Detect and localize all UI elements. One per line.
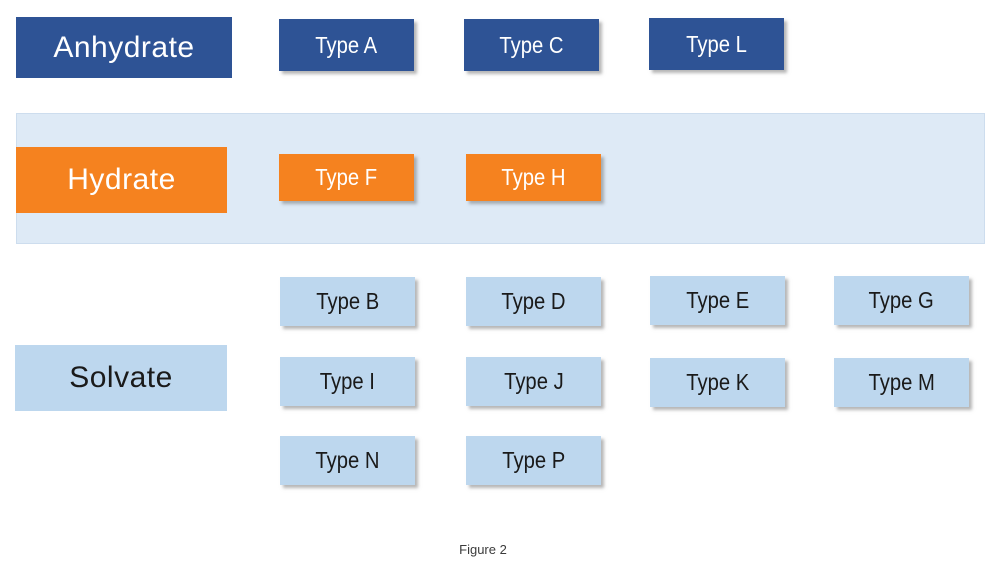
type-e-label: Type E — [685, 287, 750, 313]
type-box-l: Type L — [649, 18, 784, 70]
type-g-label: Type G — [868, 287, 935, 313]
type-i-label: Type I — [319, 368, 376, 394]
type-box-b: Type B — [280, 277, 415, 326]
type-box-i: Type I — [280, 357, 415, 406]
type-n-label: Type N — [315, 447, 380, 473]
type-box-h: Type H — [466, 154, 601, 201]
type-h-label: Type H — [501, 164, 566, 190]
type-j-label: Type J — [503, 368, 564, 394]
type-p-label: Type P — [501, 447, 566, 473]
hydrate-label-text: Hydrate — [67, 163, 176, 196]
type-m-label: Type M — [868, 369, 935, 395]
type-box-a: Type A — [279, 19, 414, 71]
hydrate-row-label: Hydrate — [16, 147, 227, 213]
type-d-label: Type D — [501, 288, 566, 314]
type-box-c: Type C — [464, 19, 599, 71]
type-b-label: Type B — [315, 288, 380, 314]
type-c-label: Type C — [499, 31, 564, 58]
type-box-n: Type N — [280, 436, 415, 485]
solvate-row-label: Solvate — [15, 345, 227, 411]
type-l-label: Type L — [686, 30, 747, 57]
type-box-j: Type J — [466, 357, 601, 406]
type-box-m: Type M — [834, 358, 969, 407]
type-box-p: Type P — [466, 436, 601, 485]
type-box-f: Type F — [279, 154, 414, 201]
figure-caption: Figure 2 — [459, 542, 507, 557]
type-f-label: Type F — [315, 164, 378, 190]
type-k-label: Type K — [685, 369, 750, 395]
type-box-g: Type G — [834, 276, 969, 325]
anhydrate-row-label: Anhydrate — [16, 17, 232, 78]
type-box-e: Type E — [650, 276, 785, 325]
anhydrate-label-text: Anhydrate — [53, 30, 195, 64]
type-box-k: Type K — [650, 358, 785, 407]
type-box-d: Type D — [466, 277, 601, 326]
solvate-label-text: Solvate — [69, 361, 173, 394]
type-a-label: Type A — [315, 31, 378, 58]
